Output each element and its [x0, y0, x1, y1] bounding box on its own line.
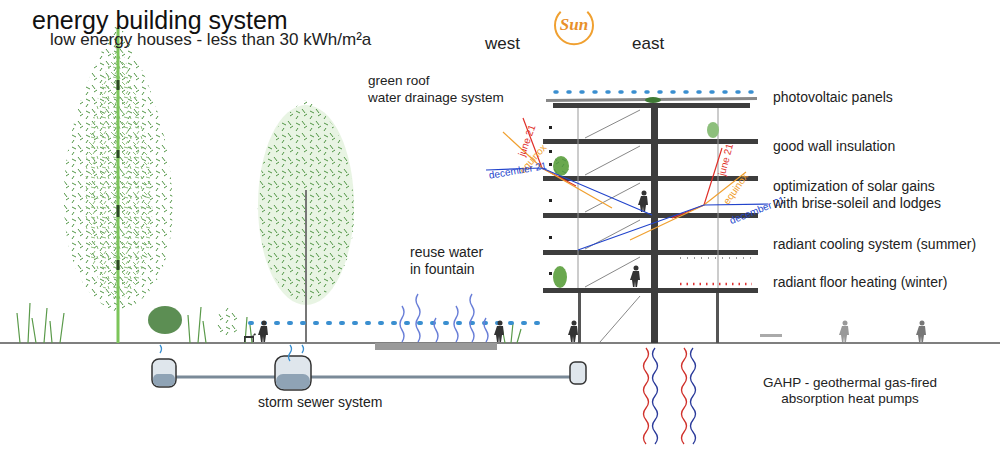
person	[630, 266, 640, 288]
medium-tree	[258, 100, 354, 343]
sewer-tank	[152, 359, 176, 387]
tank-water	[153, 374, 175, 386]
callout-label: radiant cooling system (summer)	[773, 236, 976, 253]
people	[244, 191, 926, 343]
person	[916, 321, 926, 343]
orientation-label: west	[485, 34, 520, 54]
tree-trunk	[117, 28, 120, 343]
person	[568, 321, 578, 343]
shrub	[217, 308, 239, 336]
geothermal-probes	[644, 348, 696, 444]
cold-probe	[653, 348, 658, 444]
sewer-pipe	[311, 376, 570, 379]
balcony-plant	[553, 266, 567, 288]
sun-logo: Sun	[549, 4, 599, 46]
radiant-cooling	[680, 257, 752, 259]
fountain-pool	[375, 343, 497, 350]
tree-trunk	[305, 190, 307, 343]
sun-angle-label: december 21	[488, 160, 548, 182]
floor-slab	[543, 250, 758, 255]
water-jet	[400, 294, 488, 342]
column	[716, 293, 719, 343]
orientation-label: east	[632, 34, 664, 54]
sun-angle-label: june 21	[716, 142, 736, 177]
floor-heating	[680, 283, 752, 286]
person	[638, 191, 648, 213]
sun-rays	[486, 118, 768, 250]
photovoltaic-panel	[546, 97, 757, 102]
bench	[760, 334, 782, 337]
callout-label: good wall insulation	[773, 138, 895, 155]
column	[578, 293, 581, 343]
sewer-pipe	[176, 376, 276, 379]
callout-label: reuse water in fountain	[410, 244, 492, 278]
balcony-plant	[553, 156, 569, 176]
hot-probe	[644, 348, 649, 444]
cold-probe	[691, 348, 696, 444]
callout-label: water drainage system	[368, 90, 504, 106]
person	[258, 321, 268, 343]
hot-probe	[682, 348, 687, 444]
sewer-tank	[570, 362, 586, 384]
tall-tree	[64, 22, 173, 343]
callout-label: green roof	[368, 73, 430, 89]
roof-plant	[645, 97, 661, 103]
trunk-mark	[117, 80, 120, 270]
balcony-plant	[553, 156, 569, 176]
balcony-plant	[707, 122, 719, 138]
floor-slab	[543, 288, 758, 293]
callout-label: storm sewer system	[258, 394, 382, 411]
person	[839, 321, 849, 343]
callout-label: photovoltaic panels	[773, 89, 893, 106]
callout-label: radiant floor heating (winter)	[773, 274, 947, 291]
sun-text: Sun	[549, 4, 599, 46]
stairs	[585, 110, 640, 342]
person	[494, 321, 504, 343]
shrub	[148, 306, 182, 334]
facade-line	[578, 108, 579, 288]
subtitle: low energy houses - less than 30 kWh/m²a	[50, 30, 371, 50]
ground-line	[0, 342, 1000, 344]
storm-sewer	[152, 345, 586, 390]
seepage	[160, 345, 304, 361]
building	[543, 97, 758, 343]
fountain	[375, 294, 497, 350]
sewer-tank	[275, 356, 311, 390]
facade-marks	[549, 126, 552, 275]
callout-label: optimization of solar gains with brise-s…	[773, 178, 955, 212]
callout-label: GAHP - geothermal gas-fired absorption h…	[755, 375, 945, 407]
water-drops	[250, 321, 538, 325]
water-drops	[555, 90, 752, 94]
tank-water	[276, 374, 310, 389]
dog	[244, 333, 256, 342]
